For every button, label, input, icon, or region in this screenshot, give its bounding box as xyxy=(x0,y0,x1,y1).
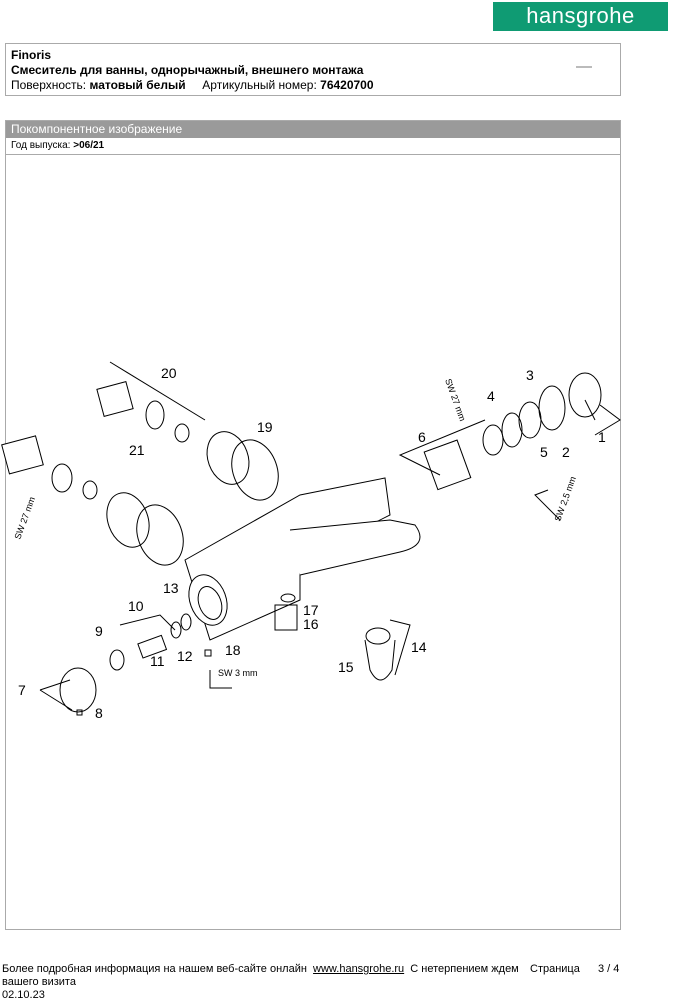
footer: Более подробная информация на нашем веб-… xyxy=(2,963,519,1000)
website-link[interactable]: www.hansgrohe.ru xyxy=(313,963,405,975)
part-label: 18 xyxy=(225,642,241,658)
product-thumbnail xyxy=(576,66,592,78)
footer-date: 02.10.23 xyxy=(2,989,45,1000)
year-row: Год выпуска: >06/21 xyxy=(6,138,620,155)
article-value: 76420700 xyxy=(320,78,374,92)
surface-label: Поверхность: xyxy=(11,78,87,92)
part-label: 20 xyxy=(161,365,177,381)
product-name: Смеситель для ванны, однорычажный, внешн… xyxy=(11,63,364,77)
part-label: 14 xyxy=(411,639,427,655)
part-label: 3 xyxy=(526,367,534,383)
part-label: 17 xyxy=(303,602,319,618)
part-label: 4 xyxy=(487,388,495,404)
part-label: 16 xyxy=(303,616,319,632)
tool-label: SW 3 mm xyxy=(218,668,258,678)
tool-label: SW 27 mm xyxy=(443,377,468,422)
part-label: 19 xyxy=(257,419,273,435)
part-label: 5 xyxy=(540,444,548,460)
part-label: 6 xyxy=(418,429,426,445)
footer-text2: С нетерпением ждем xyxy=(410,963,519,975)
part-label: 7 xyxy=(18,682,26,698)
section-title: Покомпонентное изображение xyxy=(6,121,620,138)
part-label: 2 xyxy=(562,444,570,460)
year-value: >06/21 xyxy=(73,140,105,151)
part-label: 9 xyxy=(95,623,103,639)
article-label: Артикульный номер: xyxy=(202,78,317,92)
page-number: 3 / 4 xyxy=(598,963,620,975)
part-label: 21 xyxy=(129,442,145,458)
part-label: 1 xyxy=(598,429,606,445)
tool-label: SW 27 mm xyxy=(12,495,37,540)
part-label: 11 xyxy=(150,653,165,669)
part-label: 13 xyxy=(163,580,179,596)
year-label: Год выпуска: xyxy=(11,140,71,151)
tool-label: SW 2,5 mm xyxy=(552,475,577,523)
surface-value: матовый белый xyxy=(89,78,186,92)
brand-logo: hansgrohe xyxy=(493,2,668,31)
part-label: 12 xyxy=(177,648,193,664)
footer-text: Более подробная информация на нашем веб-… xyxy=(2,963,307,975)
exploded-view-section: Покомпонентное изображение Год выпуска: … xyxy=(5,120,621,930)
part-label: 10 xyxy=(128,598,144,614)
footer-text3: вашего визита xyxy=(2,976,76,988)
page-label: Страница xyxy=(530,963,580,975)
part-label: 8 xyxy=(95,705,103,721)
part-label: 15 xyxy=(338,659,354,675)
series-name: Finoris xyxy=(11,48,52,62)
product-header: Finoris Смеситель для ванны, однорычажны… xyxy=(5,43,621,96)
